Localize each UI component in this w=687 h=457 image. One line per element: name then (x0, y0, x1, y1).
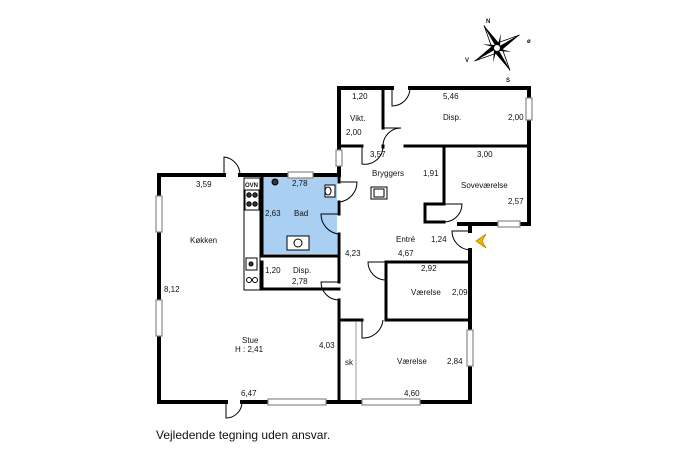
vaerelse2-bottom-dim: 4,60 (404, 389, 420, 398)
compass-south: S (506, 78, 510, 84)
stue-name: Stue (242, 336, 259, 345)
entry-arrow-icon (475, 233, 487, 249)
sove-side-dim: 2,57 (508, 197, 524, 206)
vikt-name: Vikt. (350, 114, 365, 123)
vikt-top-dim: 1,20 (352, 92, 368, 101)
sove-name: Soveværelse (461, 181, 508, 190)
bryggers-top-dim: 3,57 (370, 150, 386, 159)
windows (155, 97, 533, 406)
stue-bottom-dim: 6,47 (241, 389, 257, 398)
stue-side-dim: 4,03 (319, 341, 335, 350)
compass-north: N (486, 19, 490, 25)
vikt-side-dim: 2,00 (346, 128, 362, 137)
oven-label: OVN (245, 183, 258, 189)
bryggers-side-dim: 1,91 (423, 169, 439, 178)
kitchen-counter (243, 177, 261, 291)
vaerelse1-side-dim: 2,09 (452, 288, 468, 297)
bad-top-dim: 2,78 (292, 179, 308, 188)
koekken-side-dim: 8,12 (164, 285, 180, 294)
compass-west: V (465, 58, 469, 64)
doors (223, 87, 471, 419)
stue-height: H : 2,41 (235, 345, 264, 354)
bath-fixtures (271, 178, 336, 251)
vaerelse2-side-dim: 2,84 (447, 357, 463, 366)
disp-mid-bottom-dim: 2,78 (292, 277, 308, 286)
utility-sink (370, 186, 388, 200)
disp-mid-left-dim: 1,20 (265, 266, 281, 275)
entre-left-dim: 4,23 (345, 249, 361, 258)
disclaimer-caption: Vejledende tegning uden ansvar. (156, 428, 330, 442)
disp-top-side-dim: 2,00 (508, 113, 524, 122)
bryggers-name: Bryggers (372, 169, 404, 178)
entre-bottom-dim: 4,67 (398, 249, 414, 258)
compass-rose-icon (474, 25, 520, 71)
sove-top-dim: 3,00 (477, 150, 493, 159)
entre-name: Entré (396, 235, 416, 244)
entre-side-dim: 1,24 (431, 235, 447, 244)
compass-east: ø (527, 39, 531, 45)
closet-label: sk (345, 358, 354, 367)
bad-name: Bad (294, 209, 308, 218)
bad-side-dim: 2,63 (265, 209, 281, 218)
vaerelse2-name: Værelse (397, 357, 427, 366)
disp-mid-name: Disp. (293, 266, 311, 275)
koekken-top-dim: 3,59 (196, 180, 212, 189)
disp-top-name: Disp. (443, 113, 461, 122)
koekken-name: Køkken (190, 236, 217, 245)
interior-walls (260, 86, 531, 404)
vaerelse1-name: Værelse (411, 288, 441, 297)
disp-top-dim: 5,46 (443, 92, 459, 101)
vaerelse1-top-dim: 2,92 (421, 264, 437, 273)
